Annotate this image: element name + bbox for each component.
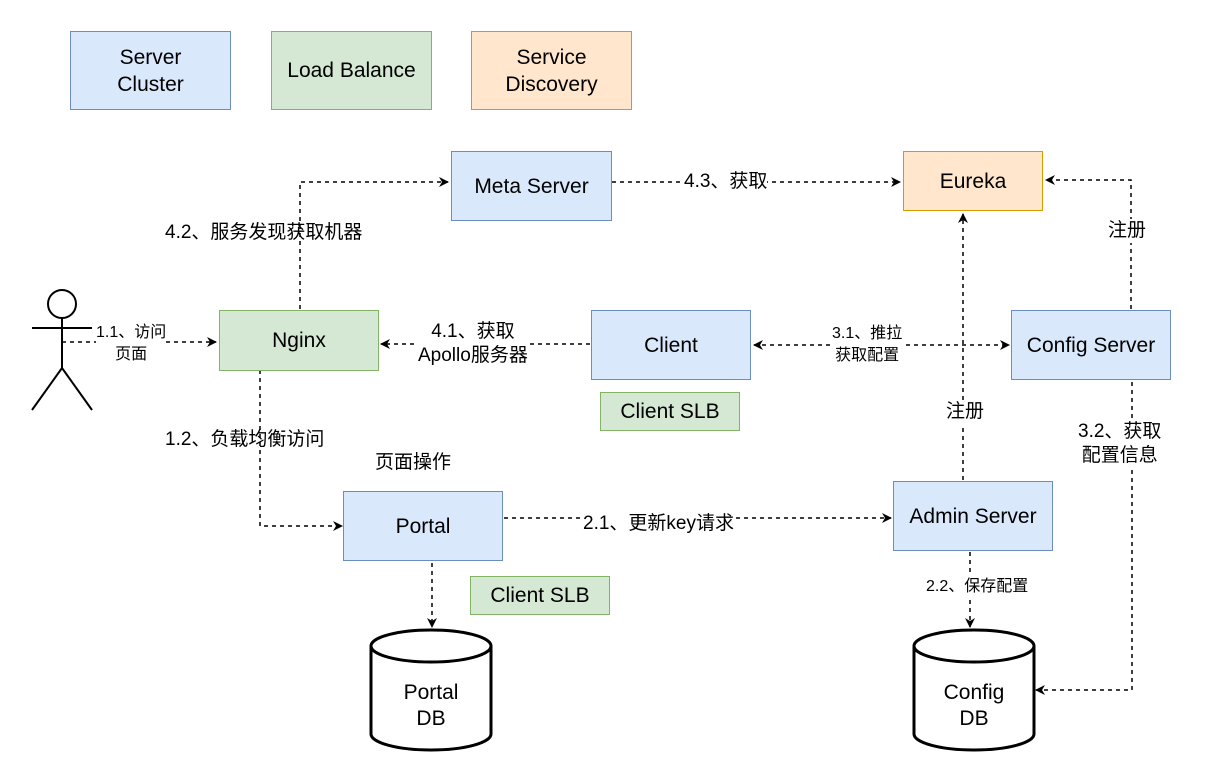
legend-server-cluster: Server Cluster	[70, 31, 231, 110]
edge-label-1-2: 1.2、负载均衡访问	[165, 429, 325, 450]
edge-label-4-1: 4.1、获取 Apollo服务器	[418, 320, 528, 368]
config-db-cylinder	[912, 628, 1036, 752]
edge-label-register-config: 注册	[1108, 219, 1147, 243]
user-actor-icon	[31, 289, 93, 411]
config-db-label: Config DB	[943, 681, 1005, 730]
client-slb-node-upper: Client SLB	[600, 392, 740, 431]
legend-load-balance: Load Balance	[271, 31, 432, 110]
portal-db-label: Portal DB	[403, 681, 459, 730]
edge-nginx-to-portal	[259, 370, 343, 531]
edge-config-to-db	[1035, 382, 1133, 695]
edge-label-4-3: 4.3、获取	[684, 170, 768, 194]
edge-config-to-eureka	[1045, 175, 1132, 309]
edge-label-2-2: 2.2、保存配置	[926, 576, 1029, 598]
client-slb-node-lower: Client SLB	[470, 576, 610, 615]
config-server-node: Config Server	[1011, 310, 1171, 380]
edge-label-3-2: 3.2、获取 配置信息	[1078, 420, 1162, 468]
edge-label-3-1: 3.1、推拉 获取配置	[832, 323, 903, 367]
admin-server-node: Admin Server	[893, 481, 1053, 551]
edge-label-2-1: 2.1、更新key请求	[583, 512, 734, 536]
edge-label-4-2: 4.2、服务发现获取机器	[165, 222, 363, 243]
edge-nginx-to-meta	[299, 177, 449, 309]
edge-label-register-admin: 注册	[946, 400, 985, 424]
portal-db-cylinder	[369, 628, 493, 752]
meta-server-node: Meta Server	[451, 151, 612, 221]
edge-label-1-1: 1.1、访问 页面	[96, 322, 167, 366]
portal-node: Portal	[343, 491, 503, 561]
legend-service-discovery: Service Discovery	[471, 31, 632, 110]
nginx-node: Nginx	[219, 310, 379, 371]
client-node: Client	[591, 310, 751, 380]
edge-label-page-ops: 页面操作	[375, 452, 452, 473]
eureka-node: Eureka	[903, 151, 1043, 211]
